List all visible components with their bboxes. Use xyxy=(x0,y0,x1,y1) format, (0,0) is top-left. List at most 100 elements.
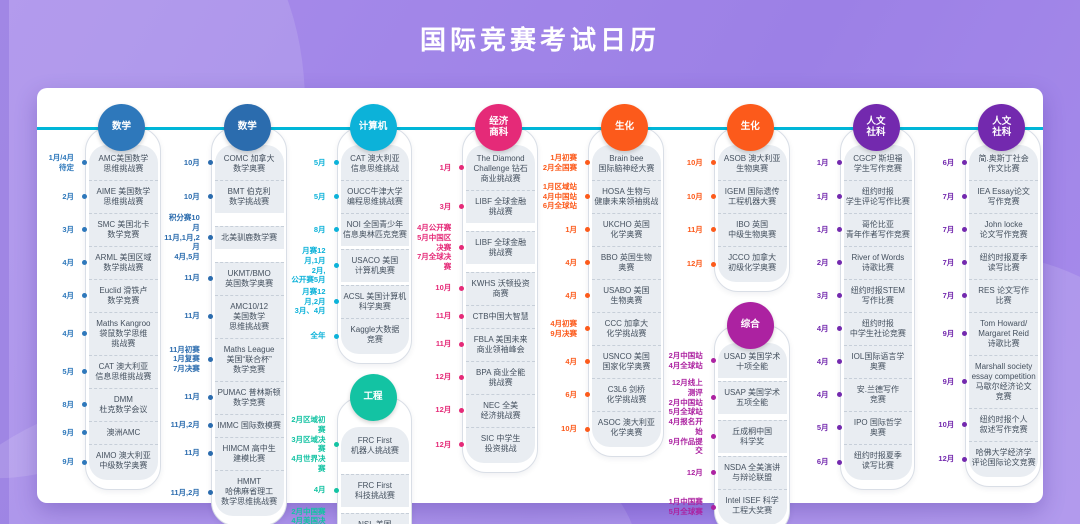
timeline-item: 4月 FRC First 科技挑战赛 xyxy=(289,473,415,507)
item-date-label: 7月 xyxy=(942,257,955,267)
item-date-label: 12月 xyxy=(686,259,703,269)
timeline-dot-icon xyxy=(82,260,87,265)
competition-name: ACSL 美国计算机 科学奥赛 xyxy=(340,285,410,318)
item-date-label: 4月 xyxy=(816,389,829,399)
item-date-label: 8月 xyxy=(62,399,74,409)
competition-name: OUCC牛津大学 编程思维挑战赛 xyxy=(340,180,410,213)
item-date-label: 10月 xyxy=(183,191,200,201)
competition-name: 丘成桐中国 科学奖 xyxy=(717,420,787,453)
competition-name: LIBF 全球金融 挑战赛 xyxy=(466,190,535,223)
competition-name: NOI 全国青少年 信息奥林匹克竞赛 xyxy=(340,213,410,246)
timeline-dot-icon xyxy=(585,194,590,199)
item-date-label: 1月 xyxy=(816,157,829,167)
timeline-items: 2月区域初赛 3月区域决赛 4月世界决赛 FRC First 机器人挑战赛 4月 FR… xyxy=(289,397,415,524)
timeline-dot-icon xyxy=(459,407,465,413)
competition-name: USACO 美国 计算机奥赛 xyxy=(340,249,410,282)
competition-name: DMM 杜克数学会议 xyxy=(89,388,158,421)
timeline-dot-icon xyxy=(836,359,842,364)
item-date-label: 2月中国站 4月全球站 xyxy=(668,350,703,370)
competition-name: FRC First 机器人挑战赛 xyxy=(340,426,410,462)
timeline-dot-icon xyxy=(962,422,968,427)
item-date-label: 4月 xyxy=(313,485,326,495)
item-date-label: 6月 xyxy=(942,157,955,167)
item-date-label: 10月 xyxy=(686,191,703,201)
item-date-label: 11月 xyxy=(184,448,200,458)
timeline-dot-icon xyxy=(836,425,842,430)
left-accent-stripe xyxy=(0,0,9,524)
timeline-dot-icon xyxy=(962,227,968,232)
timeline-dot-icon xyxy=(459,313,465,319)
competition-name: USABO 美国 生物奥赛 xyxy=(592,279,661,312)
competition-name: LIBF 全球金融 挑战赛 xyxy=(466,230,535,264)
timeline-dot-icon xyxy=(710,434,716,439)
timeline-item: 7月纽约时报夏季 读写比赛 xyxy=(917,246,1043,279)
item-date-label: 全年 xyxy=(310,331,326,341)
timeline-dot-icon xyxy=(207,194,213,199)
competition-name: IBO 英国 中级生物奥赛 xyxy=(717,213,787,246)
timeline-dot-icon xyxy=(710,227,716,232)
timeline-dot-icon xyxy=(207,313,213,319)
competition-name: CTB中国大智慧 xyxy=(466,304,535,328)
competition-name: Marshall society essay competition 马歇尔经济… xyxy=(969,355,1038,408)
competition-name: AIME 美国数学 思维挑战赛 xyxy=(89,180,158,213)
timeline-item: 积分赛10月 11月,1月,2月 4月,5月北美驯鹿数学赛 xyxy=(163,213,289,262)
timeline-item: 6月纽约时报夏季 读写比赛 xyxy=(792,444,918,480)
item-date-label: 1月 xyxy=(565,224,577,234)
item-date-label: 11月初赛 1月复赛 7月决赛 xyxy=(169,344,200,374)
item-date-label: 6月 xyxy=(565,389,577,399)
timeline-dot-icon xyxy=(710,194,716,199)
item-date-label: 4月 xyxy=(62,290,74,300)
item-date-label: 11月,2月 xyxy=(170,487,200,497)
timeline-dot-icon xyxy=(962,379,968,384)
item-date-label: 2月区域初赛 3月区域决赛 4月世界决赛 xyxy=(291,415,326,473)
item-date-label: 11月 xyxy=(435,339,452,349)
competition-name: CGCP 斯坦福 学生写作竞赛 xyxy=(843,145,913,180)
timeline-dot-icon xyxy=(962,456,968,462)
timeline-item: 10月纽约时报个人 叙述写作竞赛 xyxy=(917,408,1043,441)
item-date-label: 12月 xyxy=(938,454,955,464)
item-date-label: 10月 xyxy=(435,283,452,293)
item-date-label: 4月 xyxy=(565,257,577,267)
item-date-label: 11月 xyxy=(184,273,200,283)
item-date-label: 4月 xyxy=(816,356,829,366)
item-date-label: 积分赛10月 11月,1月,2月 4月,5月 xyxy=(164,213,200,261)
timeline-dot-icon xyxy=(585,260,590,265)
timeline-dot-icon xyxy=(585,227,590,232)
item-date-label: 1月/4月 待定 xyxy=(48,152,74,172)
timeline-dot-icon xyxy=(333,263,339,268)
competition-name: 安.兰德写作 竞赛 xyxy=(843,378,913,411)
timeline-item: 2月区域初赛 3月区域决赛 4月世界决赛 FRC First 机器人挑战赛 xyxy=(289,415,415,474)
timeline-dot-icon xyxy=(836,160,842,165)
timeline-dot-icon xyxy=(836,260,842,265)
competition-name: FRC First 科技挑战赛 xyxy=(340,473,410,507)
item-date-label: 12月 xyxy=(435,405,452,415)
timeline-dot-icon xyxy=(207,356,213,362)
item-date-label: 7月 xyxy=(942,191,955,201)
timeline-dot-icon xyxy=(207,234,213,240)
timeline-item: 4月 安.兰德写作 竞赛 xyxy=(792,378,918,411)
competition-name: ARML 美国区域 数学挑战赛 xyxy=(89,246,158,279)
timeline-dot-icon xyxy=(585,160,590,165)
